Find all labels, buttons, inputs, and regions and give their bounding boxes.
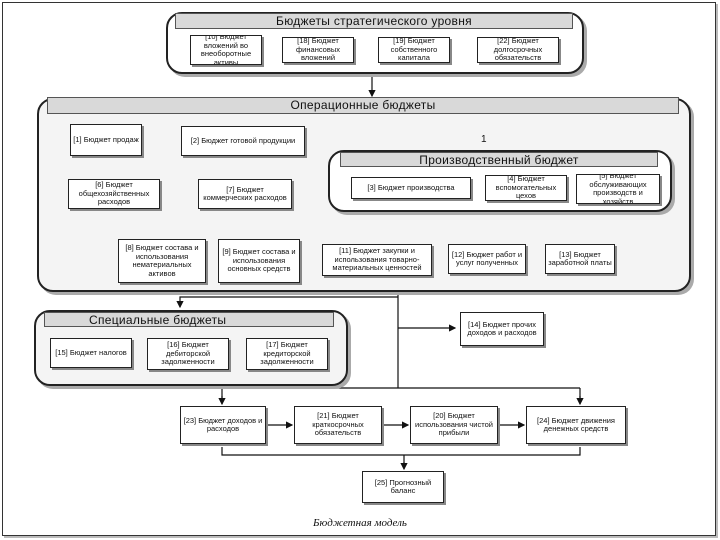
box-b21: [21] Бюджет краткосрочных обязательств bbox=[294, 406, 382, 444]
box-b8: [8] Бюджет состава и использования немат… bbox=[118, 239, 206, 283]
box-b9: [9] Бюджет состава и использования основ… bbox=[218, 239, 300, 283]
box-b7: [7] Бюджет коммерческих расходов bbox=[198, 179, 292, 209]
box-b18: [18] Бюджет финансовых вложений bbox=[282, 37, 354, 63]
group-production-title: Производственный бюджет bbox=[340, 152, 658, 167]
box-b3: [3] Бюджет производства bbox=[351, 177, 471, 199]
box-b1: [1] Бюджет продаж bbox=[70, 124, 142, 156]
box-b5: [5] Бюджет обслуживающих производств и х… bbox=[576, 174, 660, 204]
box-b4: [4] Бюджет вспомогательных цехов bbox=[485, 175, 567, 201]
group-operational-title: Операционные бюджеты bbox=[47, 97, 679, 114]
box-b10: [10] Бюджет вложений во внеоборотные акт… bbox=[190, 35, 262, 65]
box-b2: [2] Бюджет готовой продукции bbox=[181, 126, 305, 156]
box-b13: [13] Бюджет заработной платы bbox=[545, 244, 615, 274]
box-b6: [6] Бюджет общехозяйственных расходов bbox=[68, 179, 160, 209]
bottom-bus-2 bbox=[221, 447, 581, 468]
box-b25: [25] Прогнозный баланс bbox=[362, 471, 444, 503]
bottom-bus bbox=[221, 387, 581, 403]
box-b24: [24] Бюджет движения денежных средств bbox=[526, 406, 626, 444]
box-b19: [19] Бюджет собственного капитала bbox=[378, 37, 450, 63]
box-b20: [20] Бюджет использования чистой прибыли bbox=[410, 406, 498, 444]
box-b15: [15] Бюджет налогов bbox=[50, 338, 132, 368]
box-b12: [12] Бюджет работ и услуг полученных bbox=[448, 244, 526, 274]
diagram-caption: Бюджетная модель bbox=[313, 517, 407, 529]
group-special-title: Специальные бюджеты bbox=[44, 312, 334, 327]
arrow-to-special bbox=[176, 296, 398, 309]
box-b17: [17] Бюджет кредиторской задолженности bbox=[246, 338, 328, 370]
marker-label: 1 bbox=[481, 134, 487, 145]
box-b16: [16] Бюджет дебиторской задолженности bbox=[147, 338, 229, 370]
group-strategic-title: Бюджеты стратегического уровня bbox=[175, 13, 573, 29]
box-b23: [23] Бюджет доходов и расходов bbox=[180, 406, 266, 444]
box-b22: [22] Бюджет долгосрочных обязательств bbox=[477, 37, 559, 63]
box-b14: [14] Бюджет прочих доходов и расходов bbox=[460, 312, 544, 346]
box-b11: [11] Бюджет закупки и использования това… bbox=[322, 244, 432, 276]
